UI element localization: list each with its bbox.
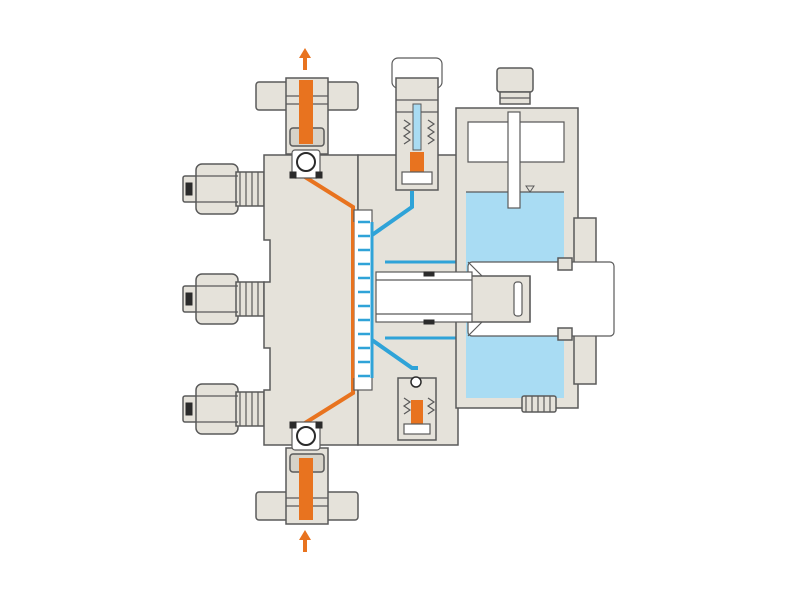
discharge-arrow-icon [299,48,311,70]
hydraulic-oil-passages [370,191,465,370]
oil-level-marker-icon [525,185,535,193]
valve-ball-icon [410,376,422,388]
suction-check-valve [289,421,323,451]
valve-ball-icon [296,152,316,172]
discharge-check-valve [289,149,323,179]
fitting-top [182,163,265,215]
pressure-relief-valve [391,57,443,191]
fitting-bottom [182,383,265,435]
reservoir-vent-cap [496,67,534,105]
left-fittings [182,163,265,435]
drain-plug [521,395,557,413]
fitting-middle [182,273,265,325]
suction-arrow-icon [299,530,311,552]
pump-head-body [263,154,359,446]
plunger-housing [467,217,615,385]
refill-valve [397,376,437,441]
plunger-rod [375,271,473,325]
valve-ball-icon [296,426,316,446]
